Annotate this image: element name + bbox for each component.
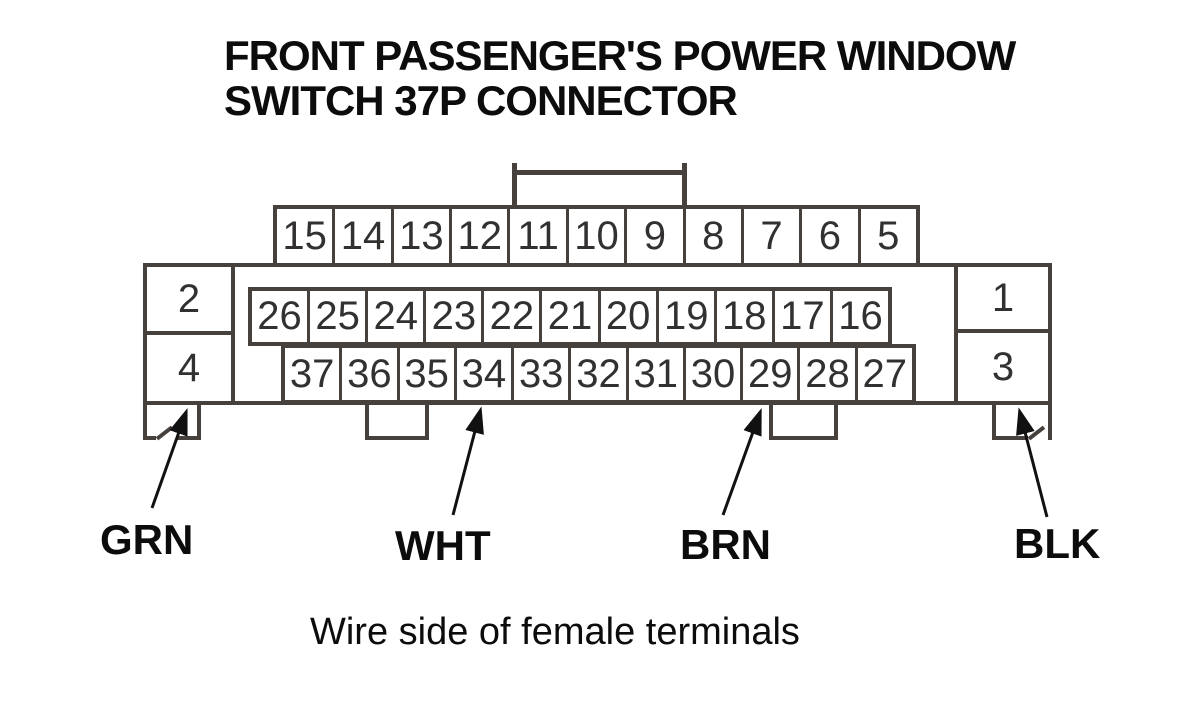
- pin-cell: 11: [507, 209, 565, 263]
- wire-arrow-grn: [150, 407, 188, 509]
- pin-cell: 32: [568, 348, 625, 400]
- pin-cell: 10: [565, 209, 624, 263]
- wire-label-brn: BRN: [680, 521, 771, 568]
- pin-cell: 29: [740, 348, 797, 400]
- caption: Wire side of female terminals: [310, 611, 800, 653]
- pin-cell: 24: [365, 291, 423, 342]
- pin-cell: 16: [829, 291, 888, 342]
- pin-cell: 14: [332, 209, 390, 263]
- pin-cell: 7: [740, 209, 799, 263]
- pin-cell: 35: [396, 348, 454, 400]
- pin-cell: 5: [857, 209, 916, 263]
- wire-label-blk: BLK: [1014, 520, 1101, 567]
- pin-cell: 25: [307, 291, 365, 342]
- pin-cell: 34: [453, 348, 511, 400]
- pin-cell: 8: [682, 209, 741, 263]
- wire-arrow-brn: [721, 408, 762, 516]
- pin-box-2: 2: [147, 267, 235, 335]
- wire-label-grn: GRN: [100, 516, 194, 563]
- pin-cell: 13: [390, 209, 449, 263]
- connector-foot-right: [992, 405, 1052, 440]
- page-title: FRONT PASSENGER'S POWER WINDOW SWITCH 37…: [224, 32, 1016, 124]
- wire-arrow-wht: [451, 406, 484, 516]
- connector-foot-mid-right: [769, 405, 838, 440]
- pin-box-1: 1: [954, 267, 1048, 333]
- title-line-2: SWITCH 37P CONNECTOR: [224, 77, 738, 124]
- pin-cell: 30: [682, 348, 740, 400]
- pin-cell: 36: [339, 348, 396, 400]
- pin-cell: 6: [799, 209, 857, 263]
- connector-latch-bar: [517, 170, 682, 175]
- pin-cell: 12: [449, 209, 507, 263]
- pin-cell: 37: [289, 351, 335, 396]
- pin-cell: 9: [624, 209, 682, 263]
- pin-cell: 23: [423, 291, 481, 342]
- pin-cell: 20: [597, 291, 656, 342]
- pin-cell: 26: [257, 294, 302, 338]
- connector-foot-mid-left: [365, 405, 429, 440]
- title-line-1: FRONT PASSENGER'S POWER WINDOW: [224, 32, 1016, 79]
- pin-cell: 22: [481, 291, 539, 342]
- pin-cell: 28: [797, 348, 854, 400]
- pin-cell: 27: [854, 348, 912, 400]
- pin-cell: 31: [625, 348, 683, 400]
- pin-cell: 19: [655, 291, 714, 342]
- pin-cell: 18: [713, 291, 772, 342]
- pin-cell: 17: [771, 291, 830, 342]
- pin-box-4: 4: [147, 335, 235, 401]
- pin-cell: 21: [539, 291, 597, 342]
- connector-latch: [512, 163, 687, 205]
- pin-box-3: 3: [954, 333, 1048, 401]
- wire-label-wht: WHT: [395, 522, 491, 569]
- wire-arrow-blk: [1016, 407, 1049, 518]
- pin-cell: 15: [282, 213, 327, 258]
- pin-cell: 33: [511, 348, 568, 400]
